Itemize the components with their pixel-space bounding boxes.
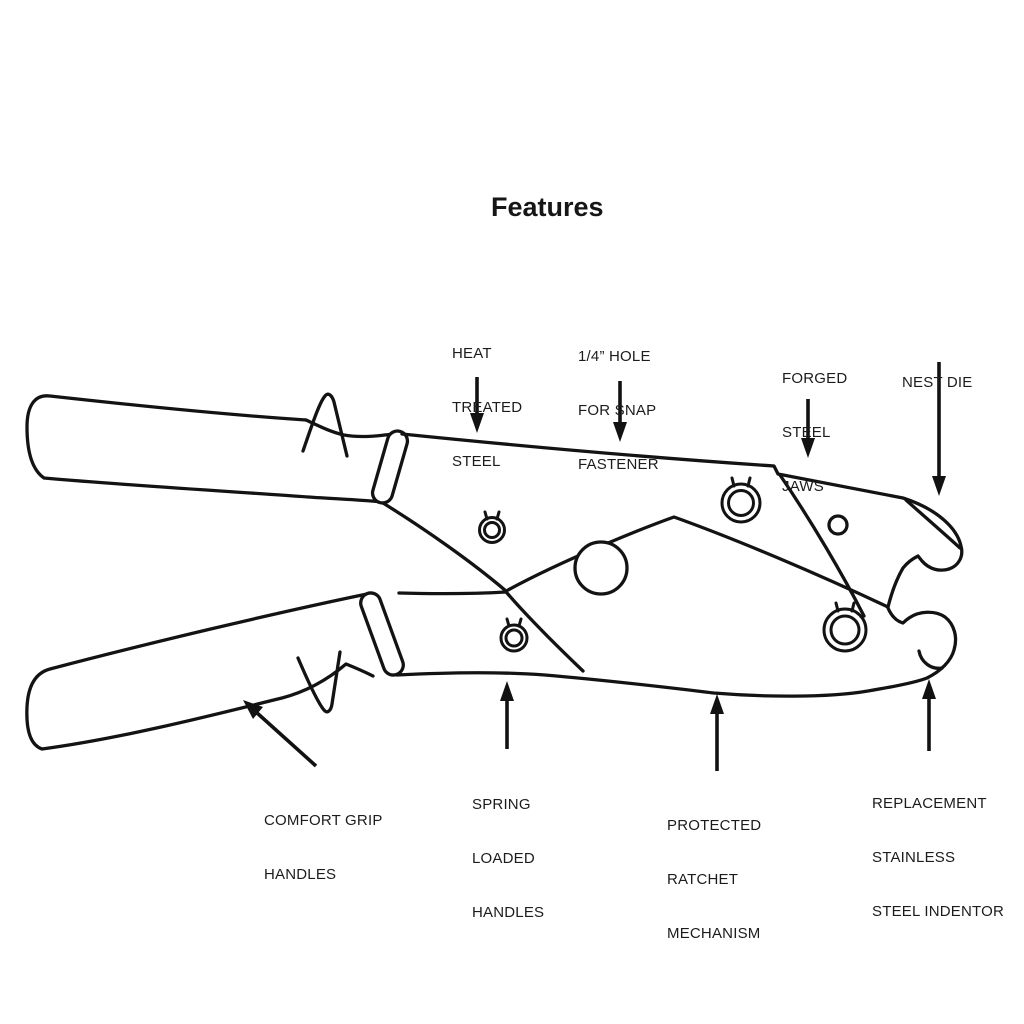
label-line: FASTENER xyxy=(578,456,659,473)
lower-handle-spike xyxy=(296,650,342,714)
snap-ring-middle xyxy=(720,476,762,524)
label-line: MECHANISM xyxy=(667,925,761,942)
pivot-hole-large xyxy=(573,540,629,596)
lower-arm-top-edge xyxy=(397,590,508,596)
arrow-nest-die xyxy=(932,362,946,496)
label-line: JAWS xyxy=(782,478,824,495)
upper-arm-bottom-edge xyxy=(381,501,508,593)
label-line: HEAT xyxy=(452,345,492,362)
upper-handle-outline xyxy=(25,394,384,504)
label-line: REPLACEMENT xyxy=(872,795,987,812)
label-forged-steel-jaws: FORGED STEEL JAWS xyxy=(782,334,847,532)
lower-handle-outline xyxy=(25,592,375,751)
label-line: 1/4” HOLE xyxy=(578,348,651,365)
arrow-heat-treated-steel xyxy=(470,377,484,433)
label-line: TREATED xyxy=(452,399,523,416)
ratchet-plate-left-edge xyxy=(505,591,585,673)
page-title: Features xyxy=(491,192,604,222)
label-line: NEST DIE xyxy=(902,374,973,391)
label-heat-treated-steel: HEAT TREATED STEEL xyxy=(452,309,522,507)
ratchet-plate-top-edge xyxy=(506,515,890,609)
label-line: FORGED xyxy=(782,370,848,387)
label-replacement-stainless-steel-indentor: REPLACEMENT STAINLESS STEEL INDENTOR xyxy=(872,759,1004,957)
label-spring-loaded-handles: SPRING LOADED HANDLES xyxy=(472,760,544,958)
label-line: COMFORT GRIP xyxy=(264,812,383,829)
label-line: LOADED xyxy=(472,850,535,867)
upper-arm-and-jaw-top xyxy=(400,432,964,609)
upper-handle-spike xyxy=(301,392,349,458)
label-protected-ratchet-mechanism: PROTECTED RATCHET MECHANISM xyxy=(667,781,761,979)
arrow-forged-steel-jaws xyxy=(801,399,815,458)
bottom-edge-and-hook xyxy=(395,606,958,698)
tool-drawing xyxy=(25,392,964,751)
arrow-protected-ratchet xyxy=(710,694,724,771)
label-line: FOR SNAP xyxy=(578,402,657,419)
label-line: PROTECTED xyxy=(667,817,762,834)
label-line: RATCHET xyxy=(667,871,739,888)
upper-grip-band xyxy=(370,429,410,505)
callout-arrows xyxy=(243,362,946,771)
snap-ring-upper-left xyxy=(478,510,506,544)
arrow-comfort-grip-handles xyxy=(243,700,318,768)
label-line: STEEL INDENTOR xyxy=(872,903,1004,920)
label-line: STEEL xyxy=(452,453,501,470)
snap-ring-jaw xyxy=(822,601,868,653)
label-nest-die: NEST DIE xyxy=(902,338,973,428)
hook-inner-curl xyxy=(917,649,944,670)
arrow-snap-fastener-hole xyxy=(613,381,627,442)
label-line: HANDLES xyxy=(472,904,545,921)
bolt-hole-small xyxy=(827,514,849,536)
jaw-boundary-line xyxy=(778,473,866,618)
label-line: HANDLES xyxy=(264,866,337,883)
label-line: STAINLESS xyxy=(872,849,956,866)
lower-grip-band xyxy=(359,591,405,677)
upper-handle-top-edge xyxy=(304,418,401,439)
label-comfort-grip-handles: COMFORT GRIP HANDLES xyxy=(264,776,383,920)
snap-ring-lower-left xyxy=(499,617,529,653)
label-line: STEEL xyxy=(782,424,831,441)
label-line: SPRING xyxy=(472,796,531,813)
label-snap-fastener-hole: 1/4” HOLE FOR SNAP FASTENER xyxy=(578,312,659,510)
arrow-replacement-indentor xyxy=(922,679,936,751)
nest-die-crescent xyxy=(904,498,962,550)
arrow-spring-loaded-handles xyxy=(500,681,514,749)
